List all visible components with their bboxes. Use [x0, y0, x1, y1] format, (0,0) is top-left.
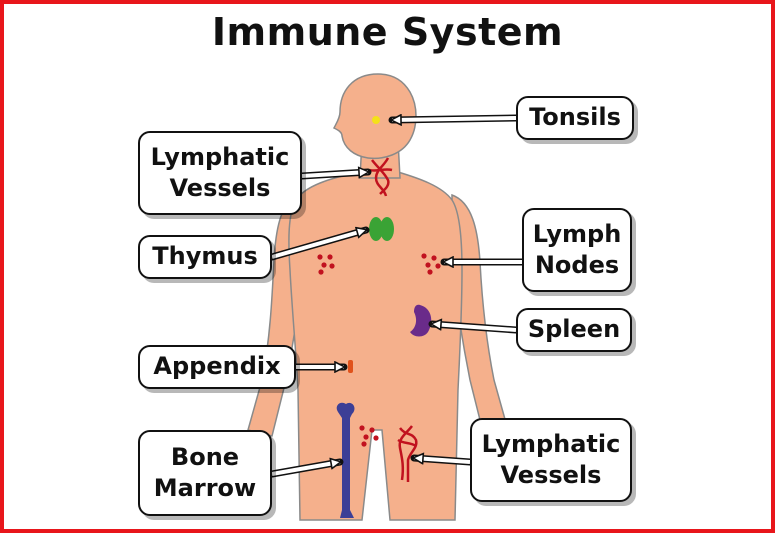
label-lymphatic-vessels-lower-line2: Vessels [500, 461, 602, 489]
label-lymphatic-vessels-lower-line1: Lymphatic [481, 429, 621, 458]
spleen [410, 304, 432, 337]
lymph-nodes-left-cluster [317, 254, 335, 275]
arrow-thymus [268, 226, 370, 261]
diagram-title: Immune System [211, 10, 564, 54]
label-bone-marrow-line2: Marrow [153, 474, 257, 502]
neck-lymphatic-vessels [369, 157, 393, 197]
label-bone-marrow-line1: Bone [170, 442, 240, 471]
pelvic-lymph-nodes [359, 425, 379, 447]
label-appendix-text: Appendix [153, 352, 281, 381]
label-spleen: Spleen [516, 308, 632, 352]
label-lymphatic-vessels-upper: Lymphatic Vessels [138, 131, 302, 215]
label-thymus: Thymus [138, 235, 272, 279]
arrow-lymphatic-vessels-upper [298, 172, 372, 180]
label-spleen-text: Spleen [527, 315, 621, 344]
arrow-spleen [428, 324, 520, 334]
label-tonsils: Tonsils [516, 96, 634, 140]
thymus [369, 217, 394, 241]
arrow-tonsils [388, 118, 520, 120]
label-lymphatic-vessels-upper-line1: Lymphatic [150, 142, 290, 171]
leg-lymphatic-vessels [397, 425, 418, 482]
arrow-bone-marrow [268, 462, 344, 478]
label-lymph-nodes: Lymph Nodes [522, 208, 632, 292]
label-bone-marrow: Bone Marrow [138, 430, 272, 516]
bone-marrow-femur [336, 402, 355, 518]
label-lymphatic-vessels-upper-line2: Vessels [169, 174, 271, 202]
arrow-lymphatic-vessels-lower [410, 458, 474, 466]
tonsil-marker [372, 116, 380, 124]
label-appendix: Appendix [138, 345, 296, 389]
appendix [348, 360, 353, 373]
label-lymph-nodes-line1: Lymph [532, 219, 622, 248]
label-lymph-nodes-line2: Nodes [534, 251, 620, 279]
label-thymus-text: Thymus [152, 242, 258, 271]
label-lymphatic-vessels-lower: Lymphatic Vessels [470, 418, 632, 502]
label-tonsils-text: Tonsils [529, 103, 621, 132]
pointer-arrows [268, 118, 526, 478]
lymph-nodes-right-cluster [421, 253, 441, 275]
